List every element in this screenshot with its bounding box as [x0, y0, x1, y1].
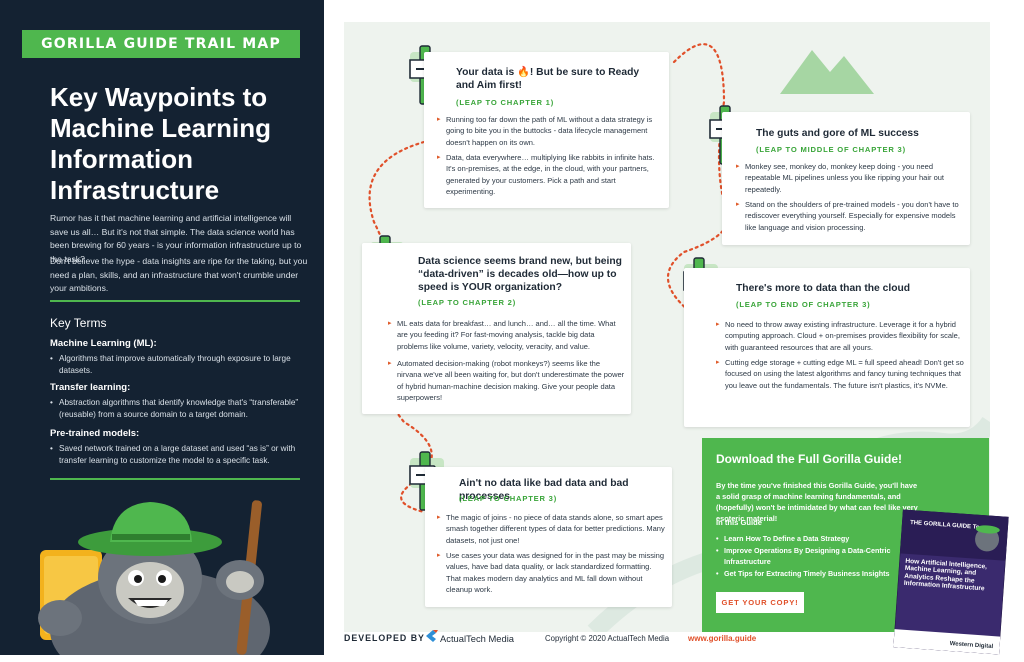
waypoint-title: Your data is 🔥! But be sure to Ready and… [456, 67, 640, 91]
guide-bullet: Get Tips for Extracting Timely Business … [716, 569, 906, 580]
in-this-guide-heading: In this Guide [716, 518, 762, 527]
book-sponsor: Western Digital [949, 641, 993, 650]
intro-paragraph-2: Don't believe the hype - data insights a… [50, 256, 308, 293]
intro-paragraph-1: Rumor has it that machine learning and a… [50, 213, 302, 264]
term-heading: Pre-trained models: [50, 428, 140, 439]
download-title: Download the Full Gorilla Guide! [716, 452, 902, 466]
waypoint-leap-link[interactable]: (LEAP TO CHAPTER 3) [459, 494, 558, 503]
waypoint-bullet: Use cases your data was designed for in … [437, 550, 666, 596]
waypoint-card-1: Your data is 🔥! But be sure to Ready and… [424, 52, 669, 208]
term-definition: Abstraction algorithms that identify kno… [50, 397, 308, 421]
page-title: Key Waypoints to Machine Learning Inform… [50, 82, 272, 205]
book-cover-image[interactable]: THE GORILLA GUIDE To... How Artificial I… [893, 509, 1009, 655]
guide-bullet: Improve Operations By Designing a Data-C… [716, 546, 906, 567]
waypoint-leap-link[interactable]: (LEAP TO CHAPTER 1) [456, 98, 555, 107]
term-heading: Machine Learning (ML): [50, 338, 157, 349]
trail-map-banner: Gorilla Guide Trail Map [22, 30, 300, 58]
waypoint-leap-link[interactable]: (LEAP TO END OF CHAPTER 3) [736, 300, 871, 309]
waypoint-title: Ain't no data like bad data and bad proc… [459, 478, 629, 502]
divider [50, 478, 300, 480]
waypoint-bullet: Running too far down the path of ML with… [437, 114, 663, 148]
book-title: How Artificial Intelligence, Machine Lea… [903, 557, 988, 593]
waypoint-card-4: There's more to data than the cloud (LEA… [684, 268, 970, 427]
footer-copyright: Copyright © 2020 ActualTech Media [545, 634, 670, 643]
get-your-copy-button[interactable]: GET YOUR COPY! [716, 592, 804, 613]
divider [50, 300, 300, 302]
actualtech-logo-icon [426, 630, 438, 642]
mountain-icon [780, 50, 874, 94]
waypoint-title: There's more to data than the cloud [736, 283, 911, 294]
gorilla-mascot-icon [38, 500, 270, 655]
waypoint-leap-link[interactable]: (LEAP TO MIDDLE OF CHAPTER 3) [756, 145, 906, 154]
waypoint-leap-link[interactable]: (LEAP TO CHAPTER 2) [418, 298, 517, 307]
waypoint-bullet: Data, data everywhere… multiplying like … [437, 152, 663, 198]
guide-bullet: Learn How To Define a Data Strategy [716, 534, 906, 545]
waypoint-bullet: Automated decision-making (robot monkeys… [388, 358, 626, 404]
waypoint-bullet: Stand on the shoulders of pre-trained mo… [736, 199, 964, 233]
book-brand: THE GORILLA GUIDE To... [910, 520, 985, 531]
key-terms-heading: Key Terms [50, 316, 107, 330]
waypoint-bullet: The magic of joins - no piece of data st… [437, 512, 666, 546]
waypoint-title: The guts and gore of ML success [756, 128, 919, 139]
term-definition: Algorithms that improve automatically th… [50, 353, 308, 377]
footer-developed-by: DEVELOPED BY [344, 633, 425, 643]
waypoint-bullet: No need to throw away existing infrastru… [716, 319, 964, 353]
waypoint-bullet: Monkey see, monkey do, monkey keep doing… [736, 161, 964, 195]
footer-brand: ActualTech Media [440, 633, 514, 644]
waypoint-card-2: The guts and gore of ML success (LEAP TO… [722, 112, 970, 245]
left-panel: Gorilla Guide Trail Map Key Waypoints to… [0, 0, 324, 655]
term-heading: Transfer learning: [50, 382, 131, 393]
term-definition: Saved network trained on a large dataset… [50, 443, 308, 467]
download-intro: By the time you've finished this Gorilla… [716, 481, 918, 523]
footer-website-link[interactable]: www.gorilla.guide [688, 634, 757, 643]
waypoint-title: Data science seems brand new, but being … [418, 256, 622, 293]
waypoint-card-5: Ain't no data like bad data and bad proc… [425, 467, 672, 607]
waypoint-bullet: ML eats data for breakfast… and lunch… a… [388, 318, 626, 352]
waypoint-card-3: Data science seems brand new, but being … [362, 243, 631, 414]
waypoint-bullet: Cutting edge storage + cutting edge ML =… [716, 357, 964, 391]
